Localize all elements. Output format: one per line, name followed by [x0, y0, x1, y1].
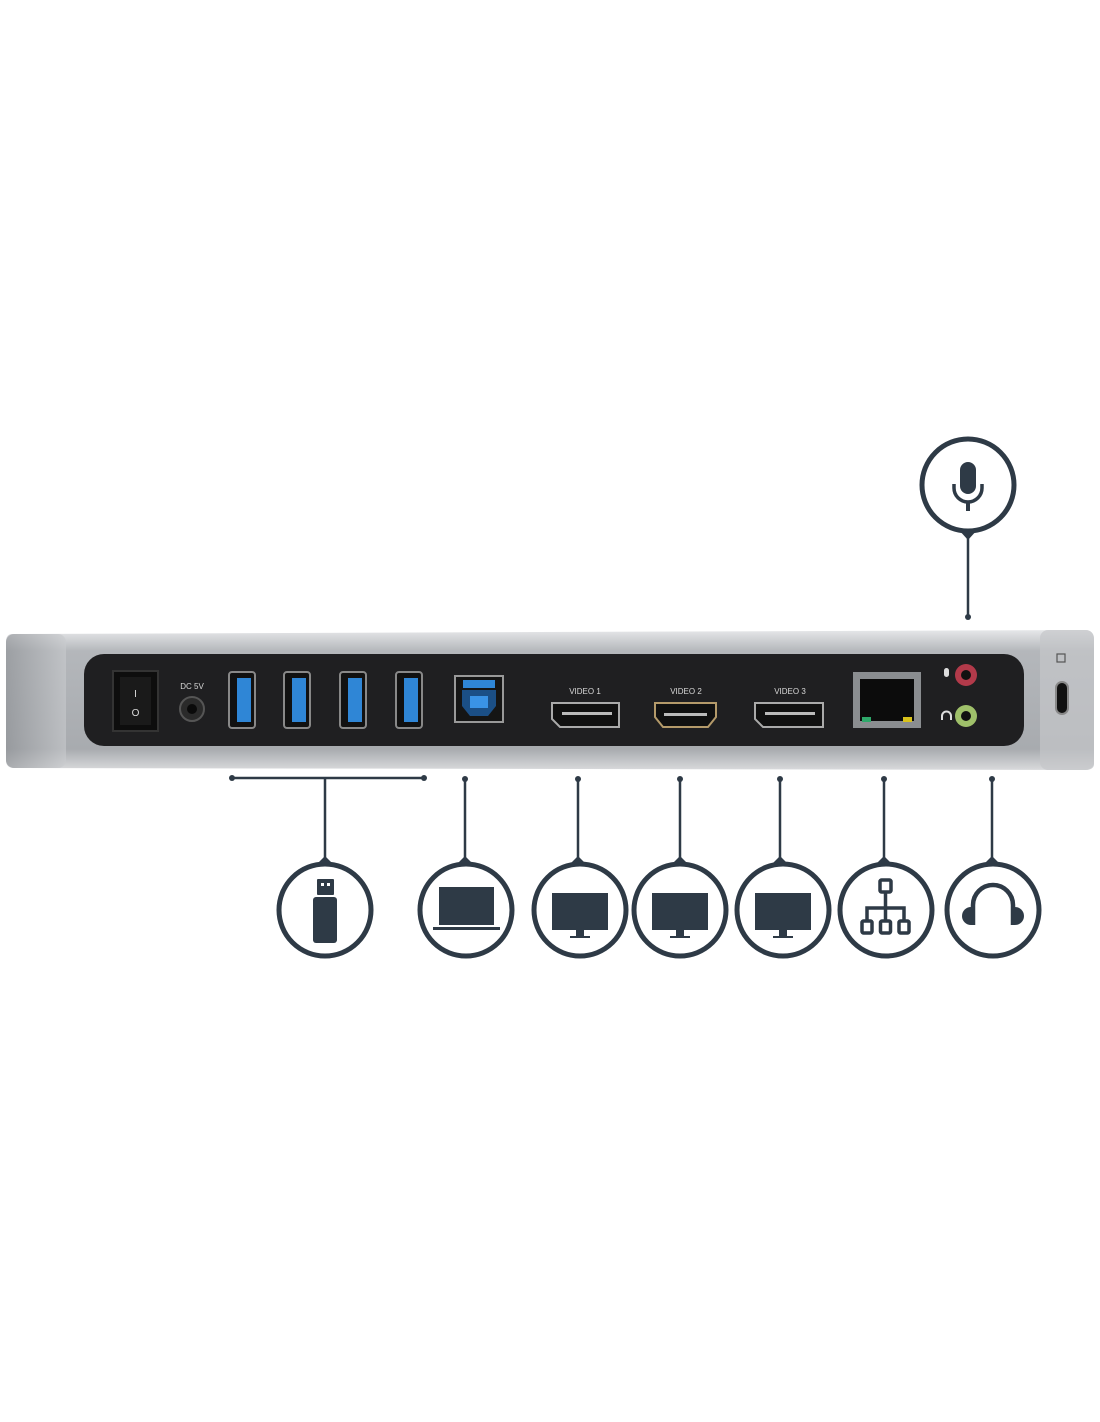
video-2-label: VIDEO 2	[670, 687, 702, 696]
dc-label: DC 5V	[180, 682, 204, 691]
laptop-callout	[417, 856, 515, 959]
usb-a-port[interactable]	[283, 671, 311, 729]
ethernet-port[interactable]	[853, 672, 921, 728]
monitor-icon	[652, 893, 708, 938]
power-on-mark: I	[134, 689, 137, 700]
usb-drive-callout	[276, 856, 374, 959]
usb-a-port[interactable]	[395, 671, 423, 729]
video-3-label: VIDEO 3	[774, 687, 806, 696]
monitor-3-callout	[734, 856, 832, 959]
headphones-callout	[944, 856, 1042, 959]
security-lock-slot[interactable]	[1055, 653, 1069, 715]
dc-power-jack[interactable]: DC 5V	[179, 682, 205, 722]
video-3-port[interactable]: VIDEO 3	[754, 687, 824, 728]
microphone-callout	[919, 436, 1017, 540]
video-2-port[interactable]: VIDEO 2	[654, 687, 717, 728]
microphone-icon	[952, 462, 984, 511]
headphones-icon	[962, 882, 1024, 925]
video-1-port[interactable]: VIDEO 1	[551, 687, 620, 728]
video-1-label: VIDEO 1	[569, 687, 601, 696]
monitor-2-callout	[631, 856, 729, 959]
mic-jack[interactable]	[944, 664, 977, 686]
laptop-icon	[433, 887, 500, 930]
network-icon	[860, 878, 911, 935]
usb-drive-icon	[313, 879, 337, 943]
power-off-mark: O	[132, 708, 140, 719]
usb-a-port[interactable]	[228, 671, 256, 729]
usb-a-port[interactable]	[339, 671, 367, 729]
power-switch[interactable]: I O	[112, 670, 159, 732]
monitor-1-callout	[531, 856, 629, 959]
usb-b-port[interactable]	[454, 675, 504, 723]
network-callout	[837, 856, 935, 959]
monitor-icon	[552, 893, 608, 938]
headphone-jack[interactable]	[941, 705, 977, 727]
monitor-icon	[755, 893, 811, 938]
callout-lines	[229, 532, 995, 858]
dock-body	[6, 630, 1094, 770]
